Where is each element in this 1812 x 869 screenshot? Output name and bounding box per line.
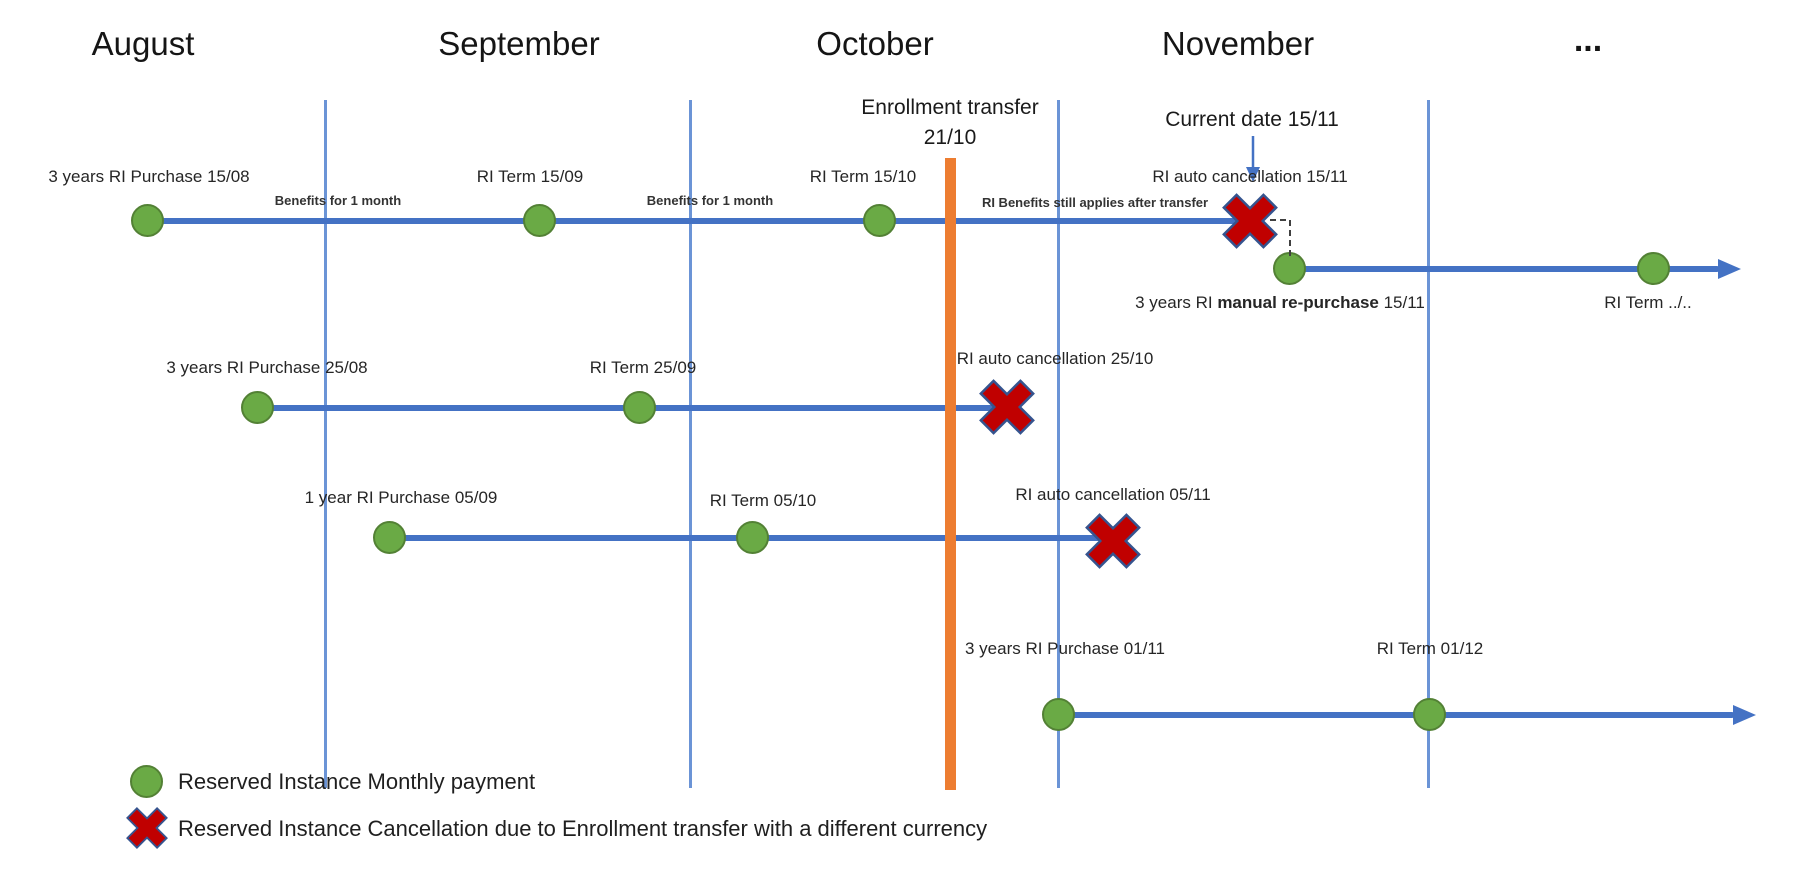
legend-payment-dot-icon	[130, 765, 163, 798]
timeline1-line	[148, 218, 1252, 224]
month-label-august: August	[91, 25, 195, 62]
timeline4-line	[1059, 712, 1735, 718]
timeline2-cancellation-x-icon	[979, 379, 1035, 435]
timeline3-purchase-label: 1 year RI Purchase 05/09	[304, 488, 498, 507]
timeline4-purchase-label: 3 years RI Purchase 01/11	[964, 639, 1166, 658]
repurchase-connector-dashed-line	[1270, 219, 1291, 258]
timeline4-payment-dot-nov	[1042, 698, 1075, 731]
month-divider-line-oct	[689, 100, 692, 788]
repurchase-label-prefix: 3 years RI	[1135, 293, 1218, 312]
timeline1-term-future-dot	[1637, 252, 1670, 285]
timeline2-payment-dot-aug	[241, 391, 274, 424]
timeline1-benefit1-label: Benefits for 1 month	[274, 193, 402, 208]
timeline1-payment-dot-sep	[523, 204, 556, 237]
current-date-caption: Current date 15/11	[1165, 108, 1339, 131]
current-date-down-arrow-icon	[1246, 136, 1260, 182]
enrollment-transfer-date: 21/10	[923, 126, 977, 149]
month-label-ellipsis: ...	[1573, 21, 1603, 59]
timeline3-cancellation-x-icon	[1085, 513, 1141, 569]
timeline1-cancel-label: RI auto cancellation 15/11	[1152, 167, 1348, 186]
timeline4-payment-dot-dec	[1413, 698, 1446, 731]
timeline1-purchase-label: 3 years RI Purchase 15/08	[48, 167, 250, 186]
timeline1-term-oct-label: RI Term 15/10	[809, 167, 917, 186]
timeline3-payment-dot-oct	[736, 521, 769, 554]
month-label-november: November	[1161, 25, 1315, 62]
month-label-october: October	[816, 25, 934, 62]
timeline4-term-label: RI Term 01/12	[1376, 639, 1484, 658]
timeline1-payment-dot-aug	[131, 204, 164, 237]
timeline2-payment-dot-sep	[623, 391, 656, 424]
timeline3-term-label: RI Term 05/10	[709, 491, 817, 510]
month-divider-line-sep	[324, 100, 327, 788]
repurchase-label-bold: manual re-purchase	[1217, 293, 1379, 312]
timeline1-repurchase-line	[1290, 266, 1720, 272]
repurchase-label-suffix: 15/11	[1378, 293, 1425, 312]
timeline1-payment-dot-oct	[863, 204, 896, 237]
month-label-september: September	[438, 25, 600, 62]
timeline4-arrowhead	[1733, 705, 1756, 725]
timeline3-cancel-label: RI auto cancellation 05/11	[1015, 485, 1211, 504]
timeline1-repurchase-arrowhead	[1718, 259, 1741, 279]
timeline1-repurchase-label: 3 years RI manual re-purchase 15/11	[1135, 293, 1425, 313]
legend-payment-label: Reserved Instance Monthly payment	[178, 769, 536, 794]
timeline1-term-future-label: RI Term ../..	[1604, 293, 1692, 312]
month-divider-line-nov	[1057, 100, 1060, 788]
month-divider-line-dec	[1427, 100, 1430, 788]
enrollment-transfer-line	[945, 158, 956, 790]
timeline1-benefit-after-label: RI Benefits still applies after transfer	[981, 195, 1209, 210]
legend-cancellation-label: Reserved Instance Cancellation due to En…	[178, 816, 988, 841]
timeline1-cancellation-x-icon	[1222, 193, 1278, 249]
timeline1-term-sep-label: RI Term 15/09	[476, 167, 584, 186]
timeline3-payment-dot-sep	[373, 521, 406, 554]
timeline2-term-label: RI Term 25/09	[589, 358, 697, 377]
timeline2-purchase-label: 3 years RI Purchase 25/08	[166, 358, 368, 377]
timeline2-cancel-label: RI auto cancellation 25/10	[956, 349, 1154, 368]
timeline1-benefit2-label: Benefits for 1 month	[646, 193, 774, 208]
legend-cancellation-x-icon	[126, 807, 168, 849]
enrollment-transfer-caption: Enrollment transfer	[861, 96, 1039, 119]
